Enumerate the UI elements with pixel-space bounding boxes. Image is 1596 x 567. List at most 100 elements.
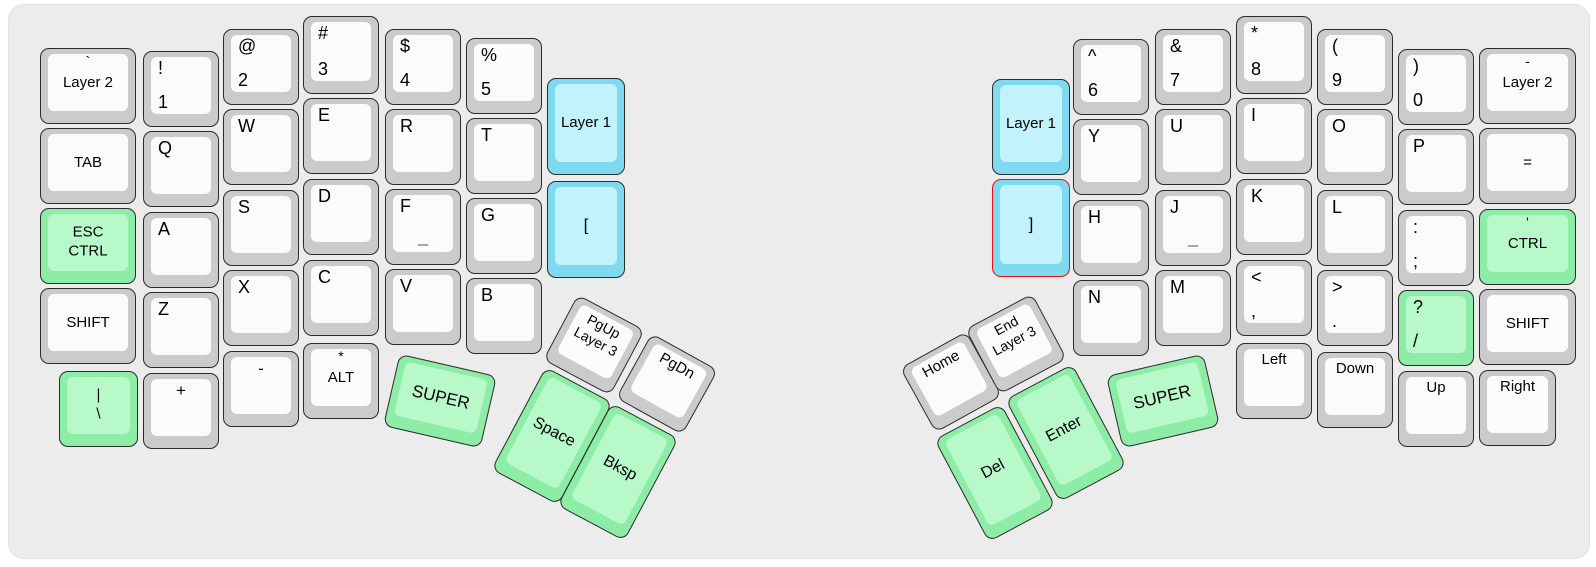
- key-label: Q: [158, 138, 173, 158]
- key-layer2-right[interactable]: -Layer 2: [1479, 48, 1576, 124]
- keycap-face: V: [393, 275, 453, 332]
- key-y[interactable]: Y: [1073, 119, 1149, 195]
- key-b[interactable]: B: [466, 278, 542, 354]
- key-question-slash[interactable]: ?/: [1398, 290, 1474, 366]
- key-j[interactable]: J: [1155, 190, 1231, 266]
- key-e[interactable]: E: [303, 98, 379, 174]
- key-paren-0[interactable]: )0: [1398, 49, 1474, 125]
- key-rbracket[interactable]: ]: [992, 179, 1070, 277]
- key-dollar-4[interactable]: $4: [385, 29, 461, 105]
- key-a[interactable]: A: [143, 212, 219, 288]
- key-layer1-right[interactable]: Layer 1: [992, 79, 1070, 175]
- key-label: SUPER: [410, 380, 472, 413]
- key-label: B: [481, 285, 494, 305]
- key-exclam-1[interactable]: !1: [143, 51, 219, 127]
- keycap-face: R: [393, 115, 453, 172]
- key-star-alt[interactable]: *ALT: [303, 343, 379, 419]
- key-caret-6[interactable]: ^6: [1073, 39, 1149, 115]
- key-c[interactable]: C: [303, 260, 379, 336]
- key-hash-3[interactable]: #3: [303, 16, 379, 94]
- key-amp-7[interactable]: &7: [1155, 29, 1231, 105]
- key-shift-left[interactable]: SHIFT: [40, 288, 136, 364]
- keycap-face: -Layer 2: [1487, 53, 1568, 111]
- key-tab[interactable]: TAB: [40, 128, 136, 204]
- key-label: X: [238, 277, 251, 297]
- key-label: %: [481, 45, 498, 65]
- key-l[interactable]: L: [1317, 190, 1393, 266]
- keycap-face: %5: [474, 44, 534, 101]
- key-label: U: [1170, 116, 1183, 136]
- key-s[interactable]: S: [223, 190, 299, 266]
- key-label: -: [1525, 53, 1530, 69]
- key-comma[interactable]: <,: [1236, 260, 1312, 336]
- key-label: | \: [96, 386, 101, 423]
- keycap-face: ^6: [1081, 45, 1141, 102]
- key-lbracket[interactable]: [: [547, 181, 625, 278]
- key-equals[interactable]: =: [1479, 128, 1576, 204]
- key-q[interactable]: Q: [143, 131, 219, 207]
- key-right-key[interactable]: Right: [1479, 370, 1556, 446]
- key-colon-semi[interactable]: :;: [1398, 210, 1474, 286]
- keycap-face: | \: [67, 377, 130, 434]
- key-minus[interactable]: -: [223, 351, 299, 427]
- key-label: /: [1413, 331, 1419, 352]
- key-v[interactable]: V: [385, 269, 461, 345]
- key-label: O: [1332, 116, 1347, 136]
- key-label: 7: [1170, 70, 1181, 91]
- key-x[interactable]: X: [223, 270, 299, 346]
- key-plus[interactable]: +: [143, 373, 219, 449]
- key-m[interactable]: M: [1155, 270, 1231, 346]
- key-star-8[interactable]: *8: [1236, 16, 1312, 94]
- keycap-face: [: [555, 187, 617, 265]
- key-label: -: [258, 359, 264, 378]
- keycap-face: H: [1081, 206, 1141, 263]
- key-k[interactable]: K: [1236, 179, 1312, 255]
- key-r[interactable]: R: [385, 109, 461, 185]
- key-label: ?: [1413, 297, 1424, 317]
- keycap-face: Down: [1325, 358, 1385, 415]
- key-left-key[interactable]: Left: [1236, 343, 1312, 419]
- key-down-key[interactable]: Down: [1317, 352, 1393, 428]
- key-label: D: [318, 186, 331, 206]
- keycap-face: S: [231, 196, 291, 253]
- key-ctrl-right[interactable]: 'CTRL: [1479, 209, 1576, 285]
- keycap-face: Up: [1406, 377, 1466, 434]
- keycap-face: B: [474, 284, 534, 341]
- key-label: ,: [1251, 301, 1257, 322]
- keycap-face: *ALT: [311, 348, 371, 406]
- key-paren-9[interactable]: (9: [1317, 29, 1393, 105]
- key-p[interactable]: P: [1398, 129, 1474, 205]
- key-n[interactable]: N: [1073, 280, 1149, 356]
- key-at-2[interactable]: @2: [223, 29, 299, 105]
- key-label: SHIFT: [1505, 314, 1550, 332]
- key-o[interactable]: O: [1317, 109, 1393, 185]
- key-label: Left: [1261, 351, 1287, 368]
- key-h[interactable]: H: [1073, 200, 1149, 276]
- key-label: !: [158, 58, 164, 78]
- key-label: #: [318, 23, 329, 43]
- key-label: <: [1251, 267, 1262, 287]
- key-label: 9: [1332, 70, 1343, 91]
- key-t[interactable]: T: [466, 118, 542, 194]
- key-label: SHIFT: [66, 313, 110, 331]
- key-percent-5[interactable]: %5: [466, 38, 542, 114]
- key-d[interactable]: D: [303, 179, 379, 255]
- key-pipe-backslash[interactable]: | \: [59, 371, 138, 447]
- key-i[interactable]: I: [1236, 98, 1312, 174]
- key-label: 6: [1088, 80, 1099, 101]
- key-shift-right[interactable]: SHIFT: [1479, 289, 1576, 365]
- keycap-face: U: [1163, 115, 1223, 172]
- key-g[interactable]: G: [466, 198, 542, 274]
- key-f[interactable]: F: [385, 189, 461, 265]
- key-u[interactable]: U: [1155, 109, 1231, 185]
- key-layer2-left[interactable]: `Layer 2: [40, 48, 136, 124]
- keycap-face: W: [231, 115, 291, 172]
- key-period[interactable]: >.: [1317, 270, 1393, 346]
- key-layer1-left[interactable]: Layer 1: [547, 78, 625, 175]
- key-w[interactable]: W: [223, 109, 299, 185]
- key-z[interactable]: Z: [143, 292, 219, 368]
- keycap-face: Q: [151, 137, 211, 194]
- key-label: Enter: [1042, 412, 1085, 446]
- key-esc-ctrl[interactable]: ESC CTRL: [40, 208, 136, 284]
- key-up-key[interactable]: Up: [1398, 371, 1474, 447]
